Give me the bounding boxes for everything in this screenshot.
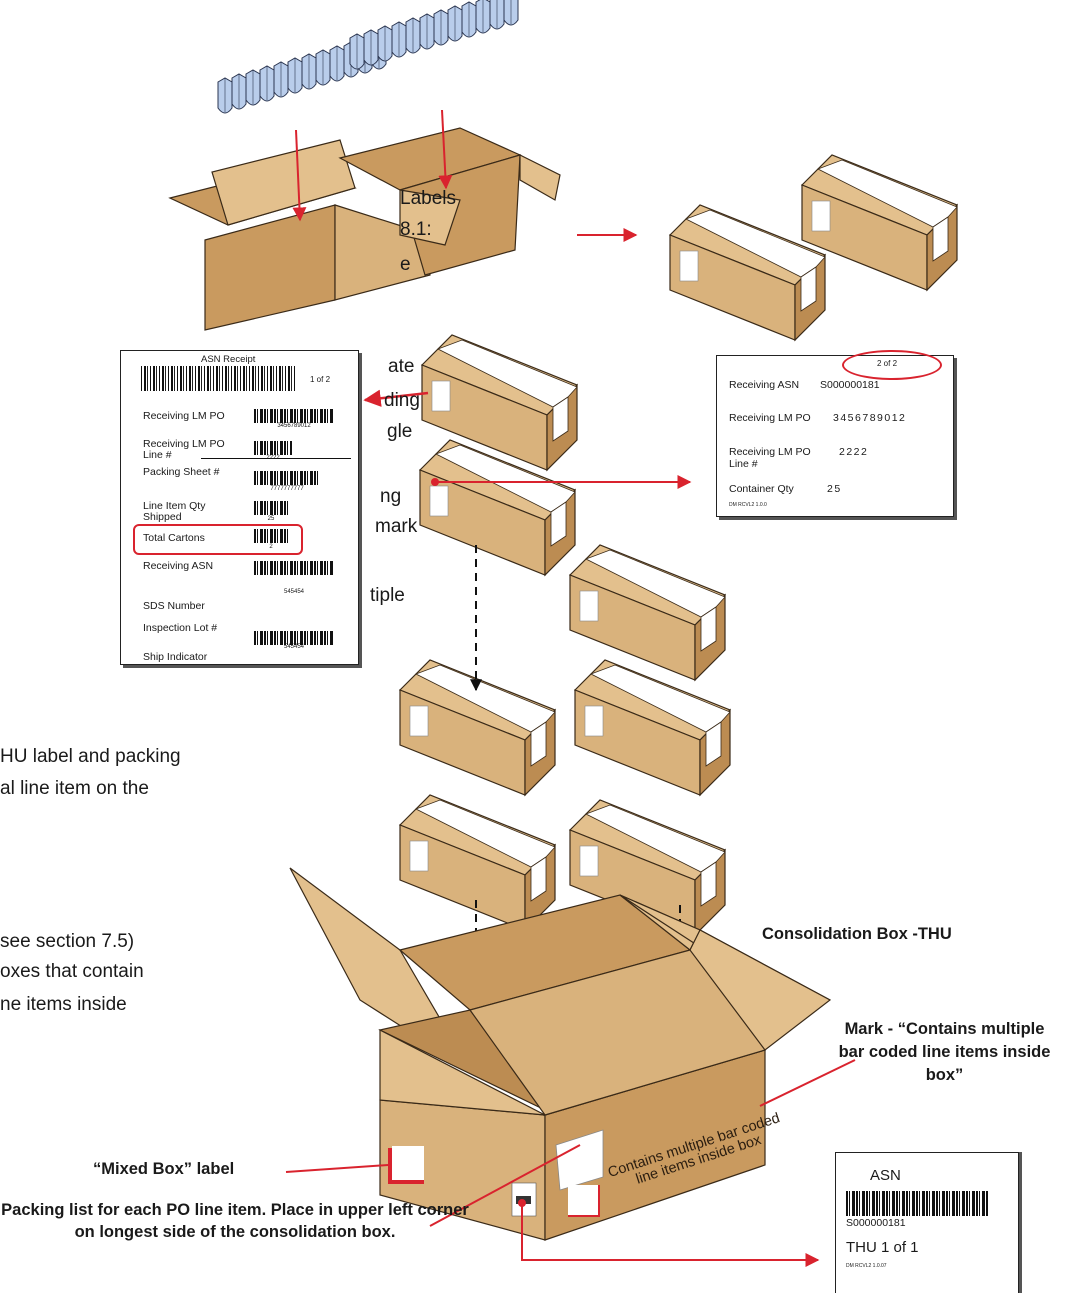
stack-box-4	[399, 794, 556, 931]
asn-row-total-cartons: Total Cartons	[143, 532, 205, 544]
thu-label: ASN S000000181 THU 1 of 1 DM RCVL2 1.0.0…	[835, 1152, 1019, 1293]
barcode-po	[254, 409, 334, 423]
barcode-packing-value: 7777777777	[270, 486, 304, 492]
asn-receipt-title: ASN Receipt	[201, 354, 256, 365]
rl-po-value: 3456789012	[833, 412, 907, 424]
side-text-1: Labels	[400, 188, 456, 209]
barcode-po-line-value: 2222	[266, 455, 280, 461]
mark-caption: Mark - “Contains multiple bar coded line…	[838, 1020, 1051, 1084]
barcode-qty-value: 25	[267, 516, 275, 522]
barcode-po-value: 3456789012	[277, 423, 311, 429]
consolidation-box	[289, 867, 832, 1241]
packing-list-caption: Packing list for each PO line item. Plac…	[1, 1201, 469, 1241]
rl-po-label: Receiving LM PO	[729, 412, 811, 424]
barcode-qty	[254, 501, 288, 515]
asn-row-po-line: Receiving LM PO Line #	[143, 438, 225, 461]
barcode-asn	[254, 561, 334, 575]
stack-box-3	[574, 659, 731, 796]
side-text-12: see section 7.5)	[0, 931, 135, 952]
receiving-page-indicator: 2 of 2	[877, 359, 898, 368]
page-highlight	[842, 350, 942, 380]
asn-row-qty: Line Item Qty Shipped	[143, 500, 206, 523]
asn-row-po: Receiving LM PO	[143, 410, 225, 422]
asn-row-lot: Inspection Lot #	[143, 622, 218, 634]
side-text-8: mark	[375, 516, 418, 537]
rl-qty-label: Container Qty	[729, 483, 794, 495]
thu-count: THU 1 of 1	[846, 1239, 919, 1256]
barcode-total-cartons	[254, 529, 288, 543]
consolidation-caption: Consolidation Box -THU	[762, 925, 952, 943]
side-text-4: ate	[388, 356, 415, 377]
asn-2d-barcode	[141, 366, 296, 391]
barcode-po-line	[254, 441, 292, 455]
total-cartons-highlight	[133, 524, 303, 555]
barcode-total-cartons-value: 2	[269, 544, 273, 550]
rl-asn-label: Receiving ASN	[729, 379, 800, 391]
thu-barcode	[846, 1191, 989, 1216]
asn-receipt-label: ASN Receipt 1 of 2 Receiving LM PO 34567…	[120, 350, 359, 665]
rl-asn-value: S000000181	[820, 379, 880, 391]
rl-po-line-label: Receiving LM PO Line #	[729, 446, 811, 470]
barcode-lot	[254, 631, 334, 645]
rl-po-line-value: 2222	[839, 446, 869, 458]
side-text-10: HU label and packing	[0, 746, 181, 767]
products-right	[349, 0, 519, 70]
asn-row-asn: Receiving ASN	[143, 560, 214, 572]
side-text-11: al line item on the	[0, 778, 149, 799]
barcode-asn-value: 545454	[283, 589, 305, 595]
rl-qty-value: 25	[827, 483, 842, 495]
asn-row-ship: Ship Indicator	[143, 651, 208, 663]
side-text-13: oxes that contain	[0, 961, 144, 982]
thu-footer: DM RCVL2 1.0.07	[846, 1263, 887, 1269]
side-text-2: 8.1:	[400, 219, 432, 240]
rl-footer: DM RCVL2 1.0.0	[729, 502, 767, 508]
open-boxes	[168, 127, 561, 331]
asn-page-indicator: 1 of 2	[310, 375, 331, 384]
asn-row-sds: SDS Number	[143, 600, 205, 612]
stack-box-1	[569, 544, 726, 681]
side-text-9: tiple	[370, 585, 405, 606]
thu-code: S000000181	[846, 1217, 906, 1229]
thu-title: ASN	[870, 1167, 901, 1184]
stack-box-2	[399, 659, 556, 796]
asn-row-packing: Packing Sheet #	[143, 466, 220, 478]
side-text-6: gle	[387, 421, 413, 442]
barcode-packing	[254, 471, 318, 485]
side-text-7: ng	[380, 486, 402, 507]
receiving-label: 2 of 2 Receiving ASN S000000181 Receivin…	[716, 350, 954, 517]
barcode-lot-value: 545454	[283, 644, 305, 650]
mixed-box-caption: “Mixed Box” label	[93, 1160, 235, 1178]
side-text-14: ne items inside	[0, 994, 127, 1015]
side-text-3: e	[400, 254, 411, 275]
side-text-5: ding	[384, 390, 420, 411]
